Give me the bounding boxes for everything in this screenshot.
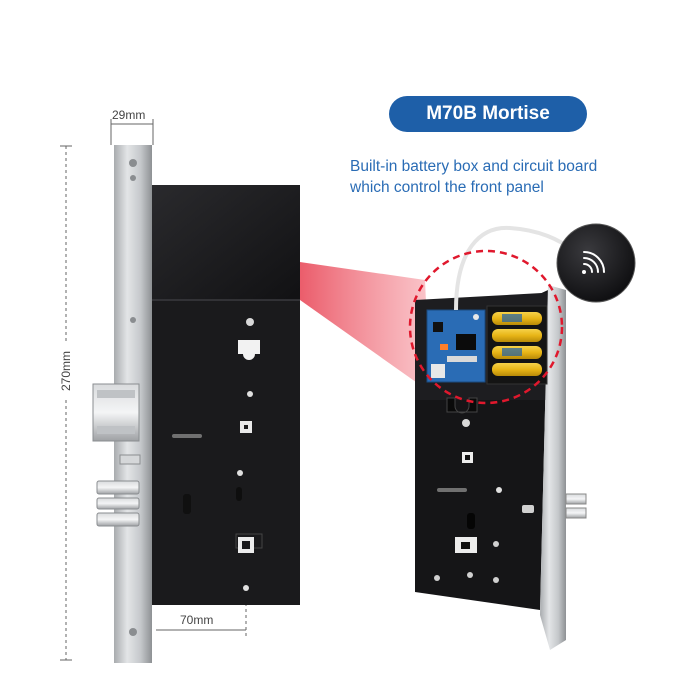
dimension-label-height: 270mm: [59, 351, 73, 392]
latch-bolt: [96, 454, 141, 527]
dimension-width-top: [110, 119, 154, 145]
dimension-label-width-top: 29mm: [112, 108, 146, 122]
highlight-circle: [408, 249, 564, 405]
description-line-2: which control the front panel: [350, 179, 544, 196]
dimension-label-width-bottom: 70mm: [180, 613, 214, 627]
mortise-body-left: [150, 185, 300, 605]
latch-bolt-right: [565, 493, 587, 519]
battery-icon: [486, 305, 548, 385]
circuit-board-icon: [426, 309, 486, 383]
product-title: M70B Mortise: [389, 96, 587, 132]
ribbon-cable: [454, 225, 574, 311]
product-description: Built-in battery box and circuit board w…: [350, 156, 690, 198]
deadbolt: [92, 383, 140, 442]
description-line-1: Built-in battery box and circuit board: [350, 158, 598, 175]
wifi-signal-icon: [582, 251, 605, 274]
